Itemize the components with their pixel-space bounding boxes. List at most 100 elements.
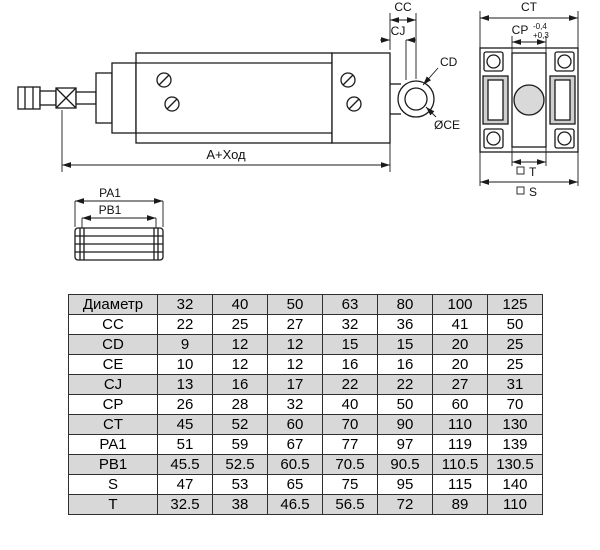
value-cell: 22 [377,374,433,395]
value-cell: 140 [487,474,543,495]
value-cell: 32 [322,314,378,335]
value-cell: 97 [377,434,433,455]
row-label: CJ [68,374,158,395]
value-cell: 56.5 [322,494,378,515]
dim-label-cp: CP [512,23,529,37]
value-cell: 139 [487,434,543,455]
value-cell: 67 [267,434,323,455]
dim-label-cp-tol-upper: -0,4 [533,22,547,31]
value-cell: 45 [157,414,213,435]
value-cell: 20 [432,354,488,375]
diameter-header-cell: 50 [267,294,323,315]
dim-label-cp-tol-lower: +0,3 [533,31,549,40]
value-cell: 41 [432,314,488,335]
dim-label-ce: ØCE [434,118,460,132]
value-cell: 119 [432,434,488,455]
row-label: CP [68,394,158,415]
value-cell: 52 [212,414,268,435]
value-cell: 60 [432,394,488,415]
dim-label-t: T [529,165,537,179]
dim-label-cd: CD [440,55,458,69]
value-cell: 26 [157,394,213,415]
dim-label-pb1: PB1 [99,203,122,217]
value-cell: 70 [487,394,543,415]
row-label: S [68,474,158,495]
value-cell: 20 [432,334,488,355]
value-cell: 53 [212,474,268,495]
value-cell: 25 [212,314,268,335]
value-cell: 27 [267,314,323,335]
value-cell: 12 [267,354,323,375]
dim-label-pa1: PA1 [99,186,121,200]
value-cell: 27 [432,374,488,395]
value-cell: 10 [157,354,213,375]
value-cell: 45.5 [157,454,213,475]
value-cell: 75 [322,474,378,495]
value-cell: 130.5 [487,454,543,475]
value-cell: 47 [157,474,213,495]
value-cell: 15 [377,334,433,355]
value-cell: 32 [267,394,323,415]
row-label: PA1 [68,434,158,455]
value-cell: 16 [212,374,268,395]
value-cell: 15 [322,334,378,355]
diameter-header-cell: 125 [487,294,543,315]
value-cell: 51 [157,434,213,455]
value-cell: 12 [212,354,268,375]
value-cell: 22 [322,374,378,395]
value-cell: 9 [157,334,213,355]
value-cell: 50 [487,314,543,335]
diameter-header-cell: 63 [322,294,378,315]
cylinder-side-view [17,52,435,144]
row-label: CT [68,414,158,435]
value-cell: 38 [212,494,268,515]
dimension-lines [61,11,579,228]
dim-label-s: S [529,185,537,199]
cylinder-end-view [479,47,579,153]
value-cell: 22 [157,314,213,335]
value-cell: 17 [267,374,323,395]
row-label: T [68,494,158,515]
value-cell: 25 [487,334,543,355]
value-cell: 70 [322,414,378,435]
table-header-label: Диаметр [68,294,158,315]
technical-drawing: CC CJ CD ØCE A+Ход CT CP -0,4 +0,3 T S P… [17,0,579,261]
row-label: CC [68,314,158,335]
dim-label-cc: CC [394,0,412,14]
value-cell: 110 [432,414,488,435]
value-cell: 72 [377,494,433,515]
value-cell: 36 [377,314,433,335]
value-cell: 90 [377,414,433,435]
dim-label-ct: CT [521,0,538,14]
value-cell: 52.5 [212,454,268,475]
value-cell: 31 [487,374,543,395]
value-cell: 16 [322,354,378,375]
value-cell: 130 [487,414,543,435]
value-cell: 65 [267,474,323,495]
dim-label-stroke: A+Ход [206,147,246,162]
value-cell: 89 [432,494,488,515]
diameter-header-cell: 32 [157,294,213,315]
value-cell: 25 [487,354,543,375]
value-cell: 110 [487,494,543,515]
row-label: PB1 [68,454,158,475]
value-cell: 95 [377,474,433,495]
value-cell: 70.5 [322,454,378,475]
value-cell: 77 [322,434,378,455]
value-cell: 110.5 [432,454,488,475]
value-cell: 50 [377,394,433,415]
value-cell: 32.5 [157,494,213,515]
value-cell: 115 [432,474,488,495]
value-cell: 60 [267,414,323,435]
